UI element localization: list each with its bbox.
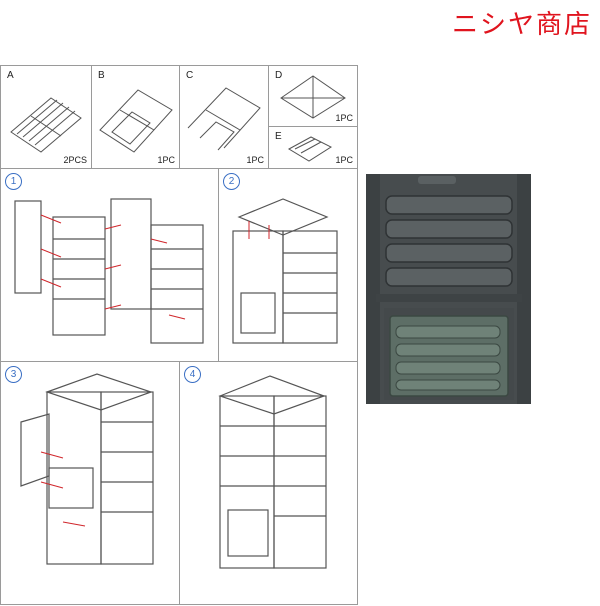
step-1-number: 1 <box>5 173 22 190</box>
assembly-instructions: A 2PCS B 1PC C <box>0 65 358 605</box>
wall-panel-illustration <box>10 97 82 153</box>
finished-bin-illustration <box>218 375 327 569</box>
part-d-letter: D <box>275 70 283 81</box>
lid-assembly-illustration <box>232 198 338 344</box>
part-c-quantity: 1PC <box>246 155 264 165</box>
part-b-letter: B <box>98 70 105 81</box>
door-frame-illustration <box>99 89 173 153</box>
part-b-quantity: 1PC <box>157 155 175 165</box>
part-a-letter: A <box>7 70 14 81</box>
part-a-panel: A 2PCS <box>0 65 92 169</box>
step-2-number: 2 <box>223 173 240 190</box>
step-3-number: 3 <box>5 366 22 383</box>
part-e-quantity: 1PC <box>335 155 353 165</box>
part-a-quantity: 2PCS <box>63 155 87 165</box>
step-2-panel: 2 <box>218 168 358 362</box>
part-c-letter: C <box>186 70 194 81</box>
wall-assembly-illustration <box>14 198 204 344</box>
step-3-panel: 3 <box>0 361 180 605</box>
compost-bin-photo <box>366 174 531 404</box>
part-e-panel: E 1PC <box>268 126 358 169</box>
step-4-number: 4 <box>184 366 201 383</box>
open-frame-illustration <box>187 87 261 151</box>
step-1-panel: 1 <box>0 168 219 362</box>
part-b-panel: B 1PC <box>91 65 180 169</box>
shop-name: ニシヤ商店 <box>451 10 592 40</box>
door-attachment-illustration <box>20 373 154 565</box>
part-e-letter: E <box>275 131 282 142</box>
part-d-panel: D 1PC <box>268 65 358 127</box>
lid-illustration <box>280 75 346 119</box>
part-c-panel: C 1PC <box>179 65 269 169</box>
hatch-illustration <box>287 136 333 162</box>
step-4-panel: 4 <box>179 361 358 605</box>
part-d-quantity: 1PC <box>335 113 353 123</box>
